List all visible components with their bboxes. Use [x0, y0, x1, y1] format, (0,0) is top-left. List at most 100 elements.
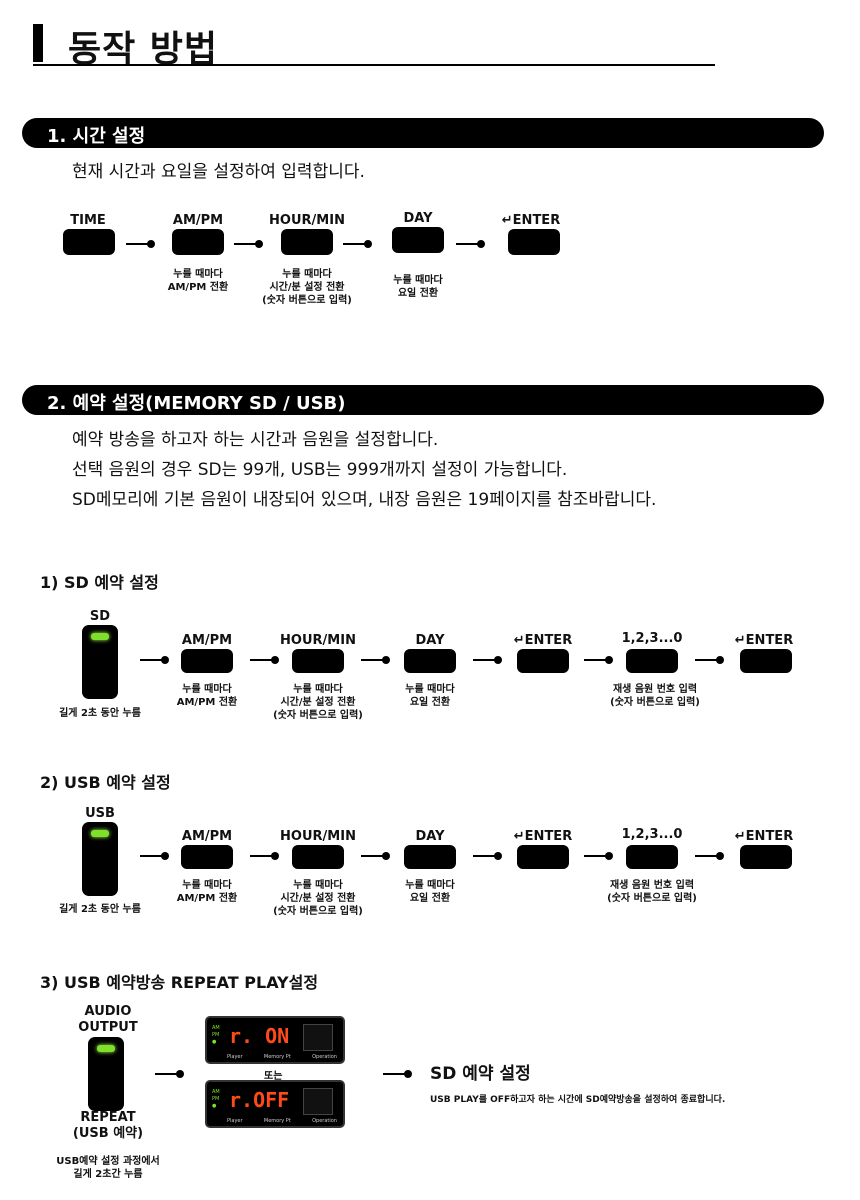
result-description: USB PLAY를 OFF하고자 하는 시간에 SD예약방송을 설정하여 종료합… — [430, 1095, 726, 1105]
number-button[interactable] — [626, 649, 678, 673]
hourmin-button[interactable] — [292, 845, 344, 869]
step-label: TIME — [70, 213, 106, 228]
repeat-key[interactable] — [88, 1037, 124, 1111]
step-label: 1,2,3...0 — [621, 631, 683, 646]
or-label: 또는 — [264, 1071, 283, 1082]
led-indicator — [91, 633, 109, 640]
enter-button[interactable] — [740, 845, 792, 869]
step-label: HOUR/MIN — [269, 213, 345, 228]
step-label: HOUR/MIN — [280, 829, 356, 844]
hourmin-button[interactable] — [292, 649, 344, 673]
key-caption: 길게 2초 동안 누름 — [59, 904, 141, 915]
section-header-time: 1. 시간 설정 — [22, 118, 824, 148]
section-title: 1. 시간 설정 — [47, 126, 146, 147]
flow-arrow — [361, 656, 390, 664]
step-label: AM/PM — [181, 829, 233, 844]
enter-button[interactable] — [517, 845, 569, 869]
usb-key-label: USB — [85, 806, 115, 821]
ampm-button[interactable] — [181, 845, 233, 869]
enter-button[interactable] — [508, 229, 560, 255]
lcd-window — [303, 1088, 333, 1115]
day-button[interactable] — [392, 227, 444, 253]
flow-arrow — [695, 656, 724, 664]
day-button[interactable] — [404, 649, 456, 673]
sd-key-label: SD — [89, 609, 111, 624]
hourmin-button[interactable] — [281, 229, 333, 255]
flow-arrow — [456, 240, 485, 248]
key-bottom-label: REPEAT(USB 예약) — [72, 1110, 144, 1141]
flow-arrow — [126, 240, 155, 248]
usb-key[interactable] — [82, 822, 118, 896]
section-header-reserve: 2. 예약 설정(MEMORY SD / USB) — [22, 385, 824, 415]
step-label: AM/PM — [172, 213, 224, 228]
step-label: ↵ENTER — [501, 213, 561, 228]
step-label: DAY — [415, 829, 445, 844]
flow-arrow — [140, 656, 169, 664]
section-description-line: SD메모리에 기본 음원이 내장되어 있으며, 내장 음원은 19페이지를 참조… — [72, 490, 657, 510]
enter-button[interactable] — [740, 649, 792, 673]
step-label: ↵ENTER — [734, 829, 794, 844]
step-label: DAY — [403, 211, 433, 226]
page-title: 동작 방법 — [68, 29, 219, 70]
section-title: 2. 예약 설정(MEMORY SD / USB) — [47, 393, 346, 414]
step-label: ↵ENTER — [513, 829, 573, 844]
ampm-button[interactable] — [172, 229, 224, 255]
lcd-window — [303, 1024, 333, 1051]
section-description-line: 선택 음원의 경우 SD는 99개, USB는 999개까지 설정이 가능합니다… — [72, 460, 568, 480]
flow-arrow — [584, 656, 613, 664]
section-description: 현재 시간과 요일을 설정하여 입력합니다. — [72, 162, 365, 182]
step-label: DAY — [415, 633, 445, 648]
flow-arrow — [250, 656, 279, 664]
flow-arrow — [473, 852, 502, 860]
step-label: HOUR/MIN — [280, 633, 356, 648]
step-label: ↵ENTER — [513, 633, 573, 648]
time-button[interactable] — [63, 229, 115, 255]
key-caption: 길게 2초 동안 누름 — [59, 708, 141, 719]
step-label: AM/PM — [181, 633, 233, 648]
sd-reserve-title: 1) SD 예약 설정 — [40, 573, 159, 592]
flow-arrow — [155, 1070, 184, 1078]
flow-arrow — [695, 852, 724, 860]
flow-arrow — [473, 656, 502, 664]
sd-key[interactable] — [82, 625, 118, 699]
lcd-text: r.OFF — [229, 1088, 290, 1112]
result-title: SD 예약 설정 — [430, 1064, 531, 1084]
section-description-line: 예약 방송을 하고자 하는 시간과 음원을 설정합니다. — [72, 430, 439, 450]
flow-arrow — [234, 240, 263, 248]
enter-button[interactable] — [517, 649, 569, 673]
step-label: ↵ENTER — [734, 633, 794, 648]
day-button[interactable] — [404, 845, 456, 869]
title-accent-bar — [33, 24, 43, 62]
led-indicator — [91, 830, 109, 837]
step-caption: 재생 음원 번호 입력(숫자 버튼으로 입력) — [607, 880, 697, 904]
usb-reserve-title: 2) USB 예약 설정 — [40, 773, 171, 792]
flow-arrow — [140, 852, 169, 860]
title-rule — [33, 64, 715, 66]
flow-arrow — [361, 852, 390, 860]
flow-arrow — [584, 852, 613, 860]
number-button[interactable] — [626, 845, 678, 869]
led-indicator — [97, 1045, 115, 1052]
flow-arrow — [383, 1070, 412, 1078]
flow-arrow — [343, 240, 372, 248]
lcd-text: r. ON — [229, 1024, 290, 1048]
ampm-button[interactable] — [181, 649, 233, 673]
repeat-title: 3) USB 예약방송 REPEAT PLAY설정 — [40, 973, 319, 992]
step-label: 1,2,3...0 — [621, 827, 683, 842]
